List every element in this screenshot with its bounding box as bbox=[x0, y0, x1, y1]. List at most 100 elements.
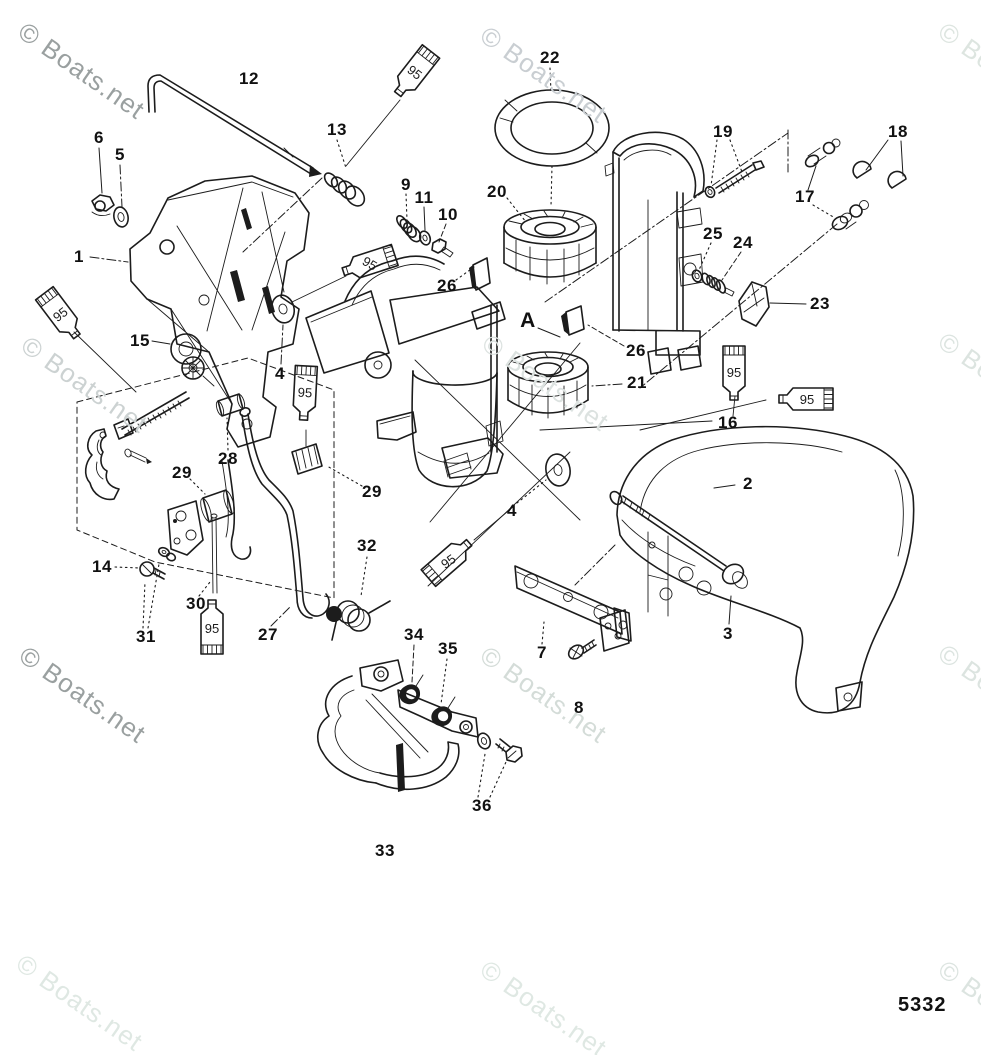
leader-line bbox=[142, 581, 146, 629]
callout-17: 17 bbox=[795, 187, 815, 206]
spring-13 bbox=[323, 172, 366, 207]
leader-line bbox=[438, 223, 447, 243]
leader-line bbox=[591, 383, 623, 387]
leader-line bbox=[516, 479, 547, 504]
spring-9 bbox=[396, 215, 422, 243]
bolt-10 bbox=[431, 238, 454, 258]
callout-6: 6 bbox=[94, 128, 104, 147]
leader-line bbox=[455, 266, 475, 281]
leader-line bbox=[326, 465, 363, 487]
callout-32: 32 bbox=[357, 536, 377, 555]
callout-9: 9 bbox=[401, 175, 411, 194]
callout-13: 13 bbox=[327, 120, 347, 139]
callout-26: 26 bbox=[626, 341, 646, 360]
leader-line bbox=[360, 556, 368, 597]
callout-7: 7 bbox=[537, 643, 547, 662]
hook-35 bbox=[431, 696, 456, 727]
washers-31 bbox=[157, 546, 177, 562]
leader-line bbox=[114, 566, 141, 569]
clamp-lever-27 bbox=[221, 407, 342, 622]
leader-line bbox=[489, 761, 507, 798]
callout-26: 26 bbox=[437, 276, 457, 295]
leader-line bbox=[477, 753, 486, 798]
spring-32 bbox=[331, 600, 391, 641]
callout-2: 2 bbox=[743, 474, 753, 493]
leader-line bbox=[539, 420, 713, 431]
callout-31: 31 bbox=[136, 627, 156, 646]
grease-tube-95: 95 bbox=[722, 345, 746, 401]
callout-15: 15 bbox=[130, 331, 150, 350]
spring-24 bbox=[701, 272, 735, 297]
callout-10: 10 bbox=[438, 205, 458, 224]
bolt-19 bbox=[704, 160, 765, 199]
swivel-plate bbox=[167, 500, 204, 556]
leader-line bbox=[119, 164, 123, 208]
pad-26-left bbox=[469, 257, 491, 291]
assembly-dash-box bbox=[76, 357, 335, 599]
callout-34: 34 bbox=[404, 625, 424, 644]
callout-8: 8 bbox=[574, 698, 584, 717]
leader-line bbox=[729, 139, 743, 173]
grease-tube-95: 95 bbox=[341, 243, 399, 279]
leader-line bbox=[440, 658, 448, 705]
callout-16: 16 bbox=[718, 413, 738, 432]
grease-tube-95: 95 bbox=[34, 285, 81, 340]
grease-tube-label: 95 bbox=[438, 551, 458, 572]
callout-25: 25 bbox=[703, 224, 723, 243]
leader-line bbox=[226, 417, 229, 451]
leader-line bbox=[405, 193, 408, 221]
callout-33: 33 bbox=[375, 841, 395, 860]
center-swivel-bracket bbox=[305, 255, 506, 488]
stern-pad bbox=[84, 428, 152, 501]
leader-line bbox=[98, 147, 103, 194]
leader-line bbox=[280, 324, 284, 365]
leader-line bbox=[812, 204, 836, 219]
leader-line bbox=[151, 340, 171, 345]
callout-30: 30 bbox=[186, 594, 206, 613]
grease-tube-95: 95 bbox=[420, 538, 473, 588]
bushing-29 bbox=[200, 489, 235, 523]
sleeve-on-rod bbox=[291, 443, 323, 475]
callout-35: 35 bbox=[438, 639, 458, 658]
callout-3: 3 bbox=[723, 624, 733, 643]
callout-14: 14 bbox=[92, 557, 112, 576]
hook-34 bbox=[399, 674, 424, 705]
leader-line bbox=[549, 67, 552, 93]
grease-tube-label: 95 bbox=[727, 365, 741, 380]
callout-23: 23 bbox=[810, 294, 830, 313]
callout-leader-lines bbox=[89, 67, 904, 798]
leader-line bbox=[423, 206, 426, 231]
callout-1: 1 bbox=[74, 247, 84, 266]
callout-29: 29 bbox=[362, 482, 382, 501]
callout-4: 4 bbox=[507, 501, 517, 520]
washer-5 bbox=[113, 206, 129, 228]
stern-bracket-cylinder bbox=[604, 131, 705, 375]
leader-line bbox=[336, 139, 347, 169]
screw-14 bbox=[139, 561, 166, 580]
leader-line bbox=[710, 139, 718, 187]
grease-tube-label: 95 bbox=[800, 392, 814, 407]
grease-tube-label: 95 bbox=[297, 385, 312, 401]
leader-line bbox=[506, 197, 527, 223]
grease-tube-label: 95 bbox=[50, 304, 71, 325]
callout-5: 5 bbox=[115, 145, 125, 164]
leader-line bbox=[537, 327, 561, 338]
callout-36: 36 bbox=[472, 796, 492, 815]
leader-line bbox=[89, 256, 129, 263]
leader-line bbox=[769, 302, 807, 305]
screw-8 bbox=[567, 639, 597, 660]
leader-line bbox=[900, 140, 904, 177]
callout-27: 27 bbox=[258, 625, 278, 644]
construction-lines bbox=[73, 99, 838, 587]
bushing-28 bbox=[215, 393, 246, 417]
grease-tube-label: 95 bbox=[404, 62, 425, 83]
leader-line bbox=[411, 644, 415, 683]
callout-21: 21 bbox=[627, 373, 647, 392]
grease-tube-label: 95 bbox=[360, 253, 380, 273]
pin-30 bbox=[210, 513, 218, 594]
left-clamp-bracket bbox=[129, 175, 310, 448]
washer-4-left bbox=[270, 294, 296, 324]
leader-line bbox=[807, 165, 817, 191]
